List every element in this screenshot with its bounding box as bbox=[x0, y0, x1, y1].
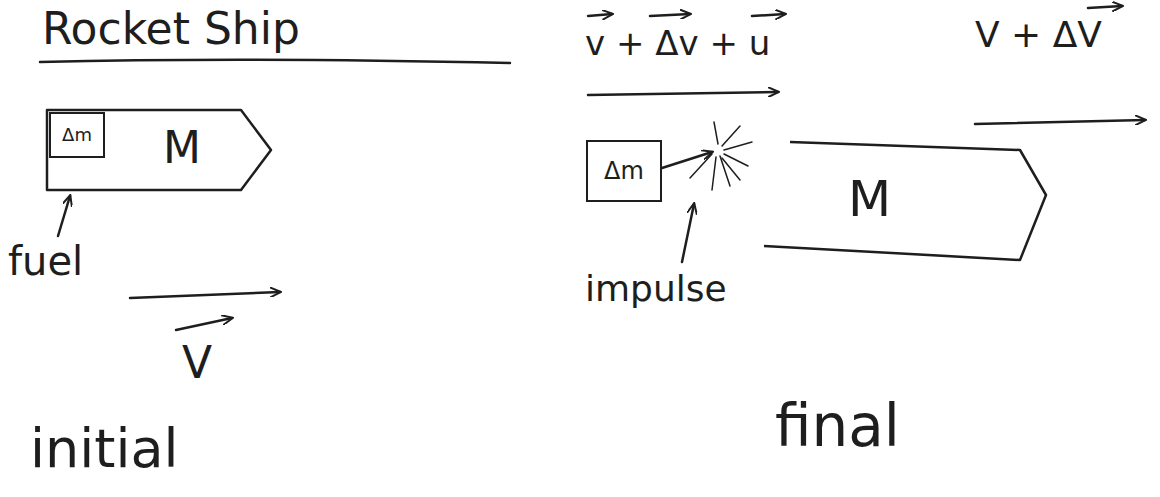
rocket-outline-path bbox=[47, 110, 271, 190]
rocket-outline-path bbox=[764, 142, 1046, 260]
velocity-label: V + ΔV bbox=[975, 14, 1102, 55]
fuel-box: Δm bbox=[586, 140, 662, 202]
vector-arrow bbox=[588, 14, 612, 16]
fuel-mass-label: Δm bbox=[604, 158, 644, 184]
velocity-arrow bbox=[588, 92, 778, 95]
impulse-leader-arrow bbox=[682, 204, 694, 262]
rocket-body: M Δm bbox=[45, 108, 273, 192]
fuel-label: fuel bbox=[8, 238, 83, 284]
vector-arrow bbox=[752, 14, 785, 16]
rocket-outline bbox=[45, 108, 273, 192]
impulse-label: impulse bbox=[585, 268, 727, 309]
vector-arrow bbox=[1088, 6, 1122, 8]
fuel-leader-arrow bbox=[58, 196, 70, 236]
velocity-arrow bbox=[130, 292, 280, 298]
title-underline bbox=[40, 60, 510, 63]
state-label: initial bbox=[30, 418, 179, 480]
rocket-mass-label: M bbox=[163, 124, 201, 172]
fuel-box: Δm bbox=[49, 112, 105, 158]
velocity-label: V bbox=[182, 338, 212, 389]
rocket-mass-label: M bbox=[848, 172, 891, 227]
diagram-title: Rocket Ship bbox=[42, 4, 300, 55]
velocity-label: v + Δv + u bbox=[585, 24, 770, 63]
fuel-mass-label: Δm bbox=[62, 125, 92, 145]
fuel-motion-line bbox=[662, 152, 712, 168]
rocket-outline bbox=[762, 138, 1052, 264]
vector-arrow bbox=[176, 318, 232, 330]
vector-arrow bbox=[650, 14, 690, 16]
velocity-arrow bbox=[975, 120, 1145, 124]
rocket-body: M bbox=[762, 138, 1052, 264]
impulse-burst bbox=[690, 122, 752, 190]
state-label: final bbox=[775, 393, 900, 460]
